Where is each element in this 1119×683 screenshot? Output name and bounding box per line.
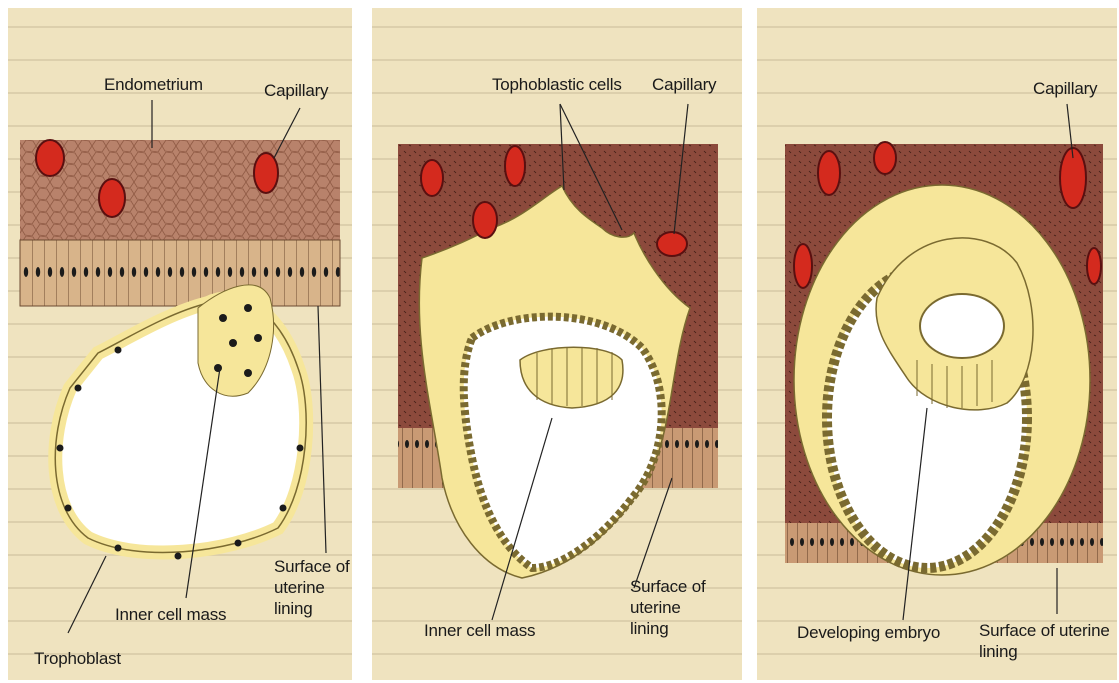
- endometrium-tissue: [20, 140, 340, 250]
- label-surface-of-uterine-lining: Surface of uterine lining: [274, 556, 350, 619]
- label-inner-cell-mass: Inner cell mass: [115, 604, 226, 625]
- stage-3-illustration: [757, 8, 1117, 680]
- label-capillary: Capillary: [652, 74, 716, 95]
- amniotic-cavity: [920, 294, 1004, 358]
- label-trophoblastic-cells: Tophoblastic cells: [492, 74, 622, 95]
- label-inner-cell-mass: Inner cell mass: [424, 620, 535, 641]
- label-surface-of-uterine-lining: Surface of uterine lining: [979, 620, 1115, 662]
- panel-stage-3: Capillary Developing embryo Surface of u…: [757, 8, 1117, 680]
- panel-stage-2: Tophoblastic cells Capillary Inner cell …: [372, 8, 742, 680]
- label-trophoblast: Trophoblast: [34, 648, 121, 669]
- label-capillary: Capillary: [1033, 78, 1097, 99]
- label-capillary: Capillary: [264, 80, 328, 101]
- label-endometrium: Endometrium: [104, 74, 203, 95]
- label-developing-embryo: Developing embryo: [797, 622, 940, 643]
- uterine-lining: [20, 240, 340, 306]
- label-surface-of-uterine-lining: Surface of uterine lining: [630, 576, 712, 639]
- panel-stage-1: Endometrium Capillary Inner cell mass Su…: [8, 8, 352, 680]
